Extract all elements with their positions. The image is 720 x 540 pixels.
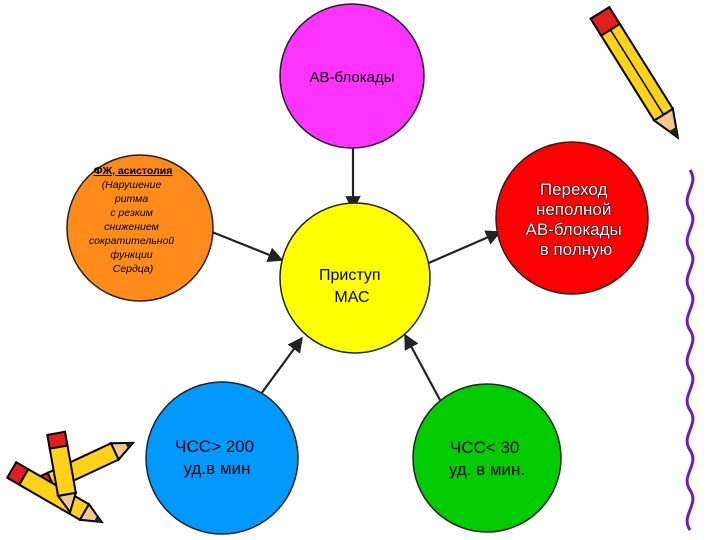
svg-text:АВ-блокады: АВ-блокады (310, 69, 395, 86)
node-bottom-right-circle (412, 383, 562, 533)
svg-text:Переход неполной А: Переход неполной АВ-блокады в полную (525, 180, 626, 259)
node-bottom-left-line: ЧСС> 200 (175, 437, 254, 456)
node-top: АВ-блокады (279, 3, 425, 149)
node-left-line: Сердца) (113, 263, 154, 275)
connector-bottomright-center (404, 333, 441, 401)
node-left-line: (Нарушение (102, 179, 162, 191)
node-left-line: снижением (104, 221, 158, 233)
node-center-circle (279, 202, 431, 354)
connector-right-center (423, 230, 502, 267)
connector-bottomleft-center (257, 336, 303, 399)
node-bottom-right-line: ЧСС< 30 (450, 438, 519, 457)
pencils-icon (5, 430, 136, 524)
svg-text:ЧСС> 200 уд.в мин: ЧСС> 200 уд.в мин (175, 437, 259, 478)
node-left-circle (66, 154, 214, 302)
node-top-line: АВ-блокады (310, 69, 395, 86)
connector-left-center (211, 230, 284, 263)
node-center-line: МАС (334, 289, 369, 306)
pencil-icon (589, 5, 680, 140)
node-right-circle (495, 141, 649, 295)
node-right-line: АВ-блокады (525, 220, 621, 239)
node-center-line: Приступ (319, 267, 381, 284)
connectors (211, 145, 502, 401)
svg-text:ФЖ, асистолия: ФЖ, асистолия (94, 165, 173, 177)
node-bottom-left: ЧСС> 200 уд.в мин (145, 381, 299, 535)
node-right-line: неполной (536, 200, 611, 219)
svg-text:Приступ МАС: Приступ МАС (319, 267, 385, 306)
node-right-line: в полную (540, 240, 613, 259)
node-left-line: функции (110, 249, 152, 261)
node-left-title: ФЖ, асистолия (94, 165, 173, 177)
node-right-line: Переход (540, 180, 608, 199)
node-left: ФЖ, асистолия (Нарушение ритма с резким … (66, 154, 214, 302)
node-left-line: сократительной (89, 235, 175, 247)
node-center: Приступ МАС (279, 202, 431, 354)
node-left-line: ритма (114, 193, 149, 205)
node-bottom-left-circle (145, 381, 299, 535)
node-bottom-left-line: уд.в мин (184, 459, 251, 478)
node-bottom-right: ЧСС< 30 уд. в мин. (412, 383, 562, 533)
svg-text:(Нарушение ритма с: (Нарушение ритма с резким снижением сокр… (89, 179, 177, 275)
node-top-circle (279, 3, 425, 149)
node-right: Переход неполной АВ-блокады в полную (495, 141, 649, 295)
node-left-line: с резким (110, 207, 153, 219)
svg-text:ЧСС< 30 уд. в мин.: ЧСС< 30 уд. в мин. (449, 438, 525, 479)
squiggle-border (685, 169, 695, 531)
node-bottom-right-line: уд. в мин. (449, 460, 525, 479)
